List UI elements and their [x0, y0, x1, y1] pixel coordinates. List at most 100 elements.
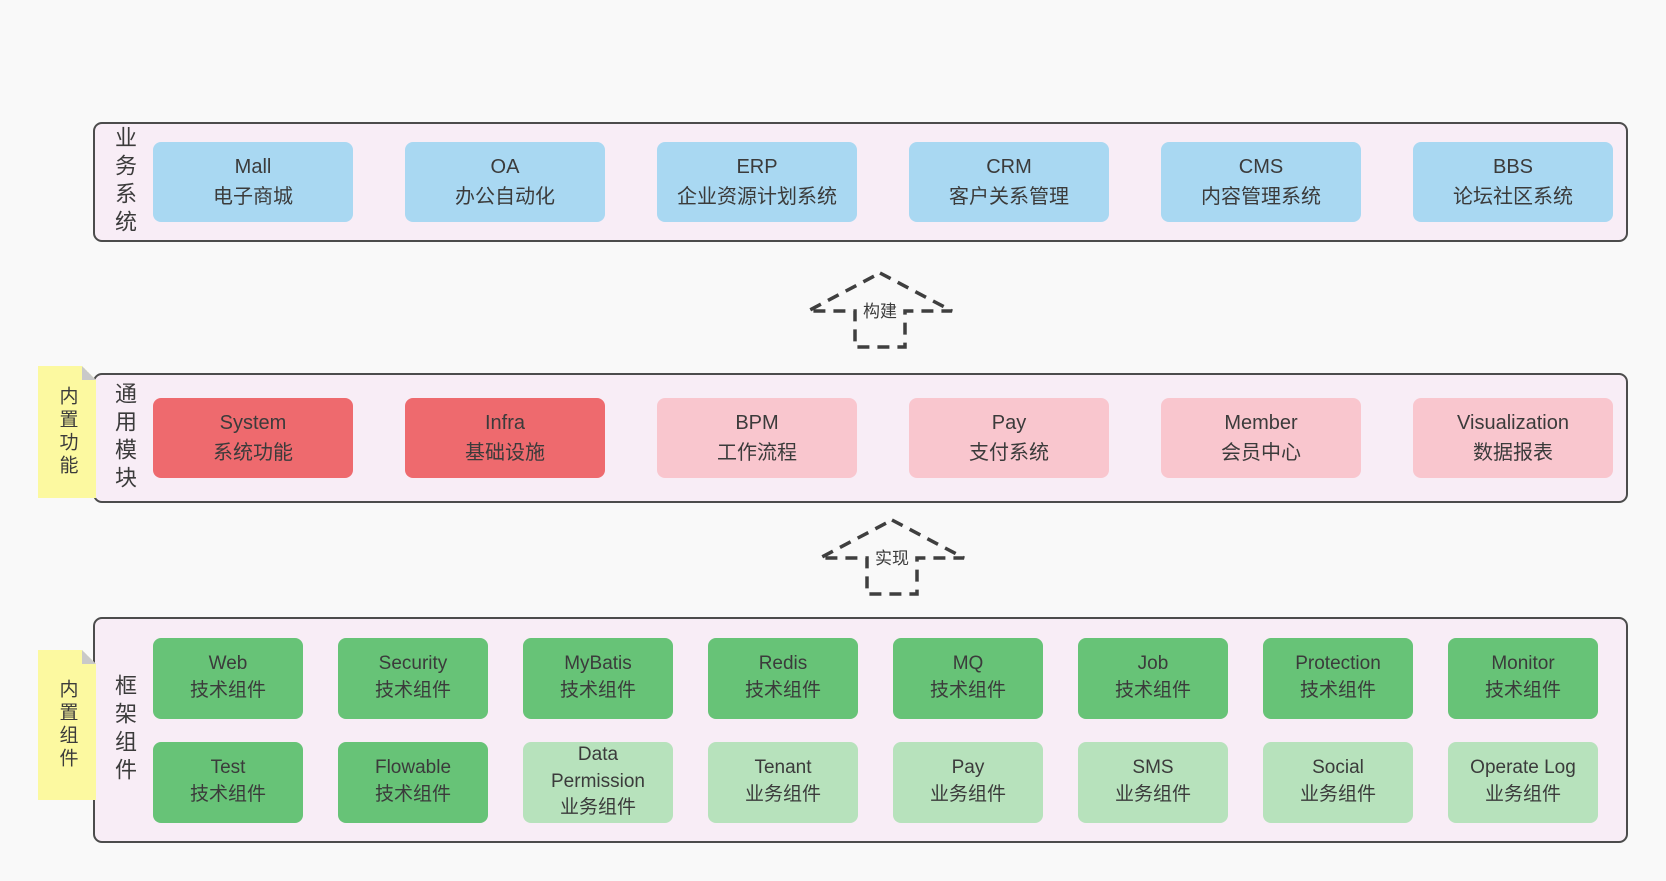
layer-label-text: 通用模块 [112, 382, 137, 494]
box-pay-business: Pay 业务组件 [893, 741, 1043, 823]
box-title: CRM [986, 156, 1032, 178]
box-title: Test [210, 757, 246, 779]
box-monitor: Monitor 技术组件 [1448, 637, 1598, 719]
box-subtitle: 技术组件 [1484, 680, 1561, 701]
arrow-implement: 实现 [819, 518, 965, 596]
box-oa: OA 办公自动化 [405, 142, 605, 222]
layer-modules-content: System 系统功能 Infra 基础设施 BPM 工作流程 Pay 支付系统… [153, 375, 1626, 501]
box-subtitle: 业务组件 [1114, 784, 1191, 805]
box-subtitle: 企业资源计划系统 [677, 186, 837, 208]
box-subtitle: 数据报表 [1473, 442, 1553, 464]
up-block-arrow-icon [807, 271, 953, 349]
note-built-in-components: 内置组件 [38, 650, 96, 800]
box-subtitle: 业务组件 [559, 797, 636, 819]
box-title: System [219, 412, 287, 434]
box-tenant: Tenant 业务组件 [708, 741, 858, 823]
box-title: Job [1137, 653, 1169, 675]
box-subtitle: 论坛社区系统 [1453, 186, 1573, 208]
up-block-arrow-icon [819, 518, 965, 596]
layer-business-content: Mall 电子商城 OA 办公自动化 ERP 企业资源计划系统 CRM 客户关系… [153, 124, 1626, 240]
note-built-in-features: 内置功能 [38, 366, 96, 498]
box-title: Redis [758, 653, 808, 675]
arrow-label-bg [857, 299, 903, 324]
box-subtitle: 技术组件 [1299, 680, 1376, 701]
box-title: Operate Log [1470, 757, 1576, 779]
framework-row-1: Web 技术组件 Security 技术组件 MyBatis 技术组件 Redi… [153, 637, 1626, 719]
box-title: Flowable [374, 757, 452, 779]
box-title: Member [1224, 412, 1298, 434]
box-subtitle: 技术组件 [374, 680, 451, 701]
box-cms: CMS 内容管理系统 [1161, 142, 1361, 222]
box-title: BPM [735, 412, 779, 434]
box-subtitle: 办公自动化 [455, 186, 555, 208]
box-data-permission: Data Permission 业务组件 [523, 741, 673, 823]
box-title: BBS [1492, 156, 1534, 178]
layer-common-modules: 通用模块 System 系统功能 Infra 基础设施 BPM 工作流程 Pay… [93, 373, 1628, 503]
box-title: ERP [736, 156, 778, 178]
layer-framework-label: 框架组件 [95, 619, 153, 841]
box-title: Security [378, 653, 448, 675]
box-subtitle: 会员中心 [1221, 442, 1301, 464]
box-title: Pay [951, 757, 985, 779]
box-subtitle: 支付系统 [969, 442, 1049, 464]
box-visualization: Visualization 数据报表 [1413, 398, 1613, 478]
layer-business-systems: 业务系统 Mall 电子商城 OA 办公自动化 ERP 企业资源计划系统 CRM… [93, 122, 1628, 242]
box-flowable: Flowable 技术组件 [338, 741, 488, 823]
box-sms: SMS 业务组件 [1078, 741, 1228, 823]
box-subtitle: 技术组件 [559, 680, 636, 701]
arrow-build: 构建 [807, 271, 953, 349]
box-title: Protection [1295, 653, 1381, 675]
arrow-label: 构建 [863, 302, 897, 321]
layer-label-text: 业务系统 [112, 126, 137, 238]
box-web: Web 技术组件 [153, 637, 303, 719]
arrow-label-bg [869, 546, 915, 571]
box-subtitle: 业务组件 [1484, 784, 1561, 805]
box-title: Monitor [1491, 653, 1555, 675]
layer-business-label: 业务系统 [95, 124, 153, 240]
box-social: Social 业务组件 [1263, 741, 1413, 823]
box-title: Web [208, 653, 248, 675]
box-subtitle: 业务组件 [744, 784, 821, 805]
box-title: OA [490, 156, 520, 178]
note-text: 内置功能 [56, 386, 78, 478]
box-subtitle: 工作流程 [717, 442, 797, 464]
box-title: MQ [952, 653, 984, 675]
box-pay: Pay 支付系统 [909, 398, 1109, 478]
box-mq: MQ 技术组件 [893, 637, 1043, 719]
box-protection: Protection 技术组件 [1263, 637, 1413, 719]
box-title: Infra [484, 412, 526, 434]
box-title: Mall [234, 156, 272, 178]
box-title: Visualization [1457, 412, 1569, 434]
box-subtitle: 技术组件 [929, 680, 1006, 701]
box-subtitle: 基础设施 [465, 442, 545, 464]
box-mall: Mall 电子商城 [153, 142, 353, 222]
box-subtitle: 业务组件 [929, 784, 1006, 805]
box-operate-log: Operate Log 业务组件 [1448, 741, 1598, 823]
box-system: System 系统功能 [153, 398, 353, 478]
box-title: CMS [1238, 156, 1284, 178]
box-subtitle: 系统功能 [213, 442, 293, 464]
box-subtitle: 业务组件 [1299, 784, 1376, 805]
layer-modules-label: 通用模块 [95, 375, 153, 501]
box-crm: CRM 客户关系管理 [909, 142, 1109, 222]
box-subtitle: 技术组件 [189, 784, 266, 805]
box-title: Tenant [754, 757, 812, 779]
layer-label-text: 框架组件 [112, 674, 137, 786]
box-member: Member 会员中心 [1161, 398, 1361, 478]
box-title: SMS [1132, 757, 1174, 779]
box-subtitle: 技术组件 [744, 680, 821, 701]
box-redis: Redis 技术组件 [708, 637, 858, 719]
box-subtitle: 客户关系管理 [949, 186, 1069, 208]
box-subtitle: 技术组件 [189, 680, 266, 701]
note-text: 内置组件 [56, 679, 78, 771]
box-subtitle: 内容管理系统 [1201, 186, 1321, 208]
arrow-label: 实现 [875, 549, 909, 568]
framework-row-2: Test 技术组件 Flowable 技术组件 Data Permission … [153, 741, 1626, 823]
box-bpm: BPM 工作流程 [657, 398, 857, 478]
box-erp: ERP 企业资源计划系统 [657, 142, 857, 222]
box-subtitle: 技术组件 [1114, 680, 1191, 701]
box-title: MyBatis [564, 653, 632, 675]
box-security: Security 技术组件 [338, 637, 488, 719]
box-bbs: BBS 论坛社区系统 [1413, 142, 1613, 222]
box-infra: Infra 基础设施 [405, 398, 605, 478]
